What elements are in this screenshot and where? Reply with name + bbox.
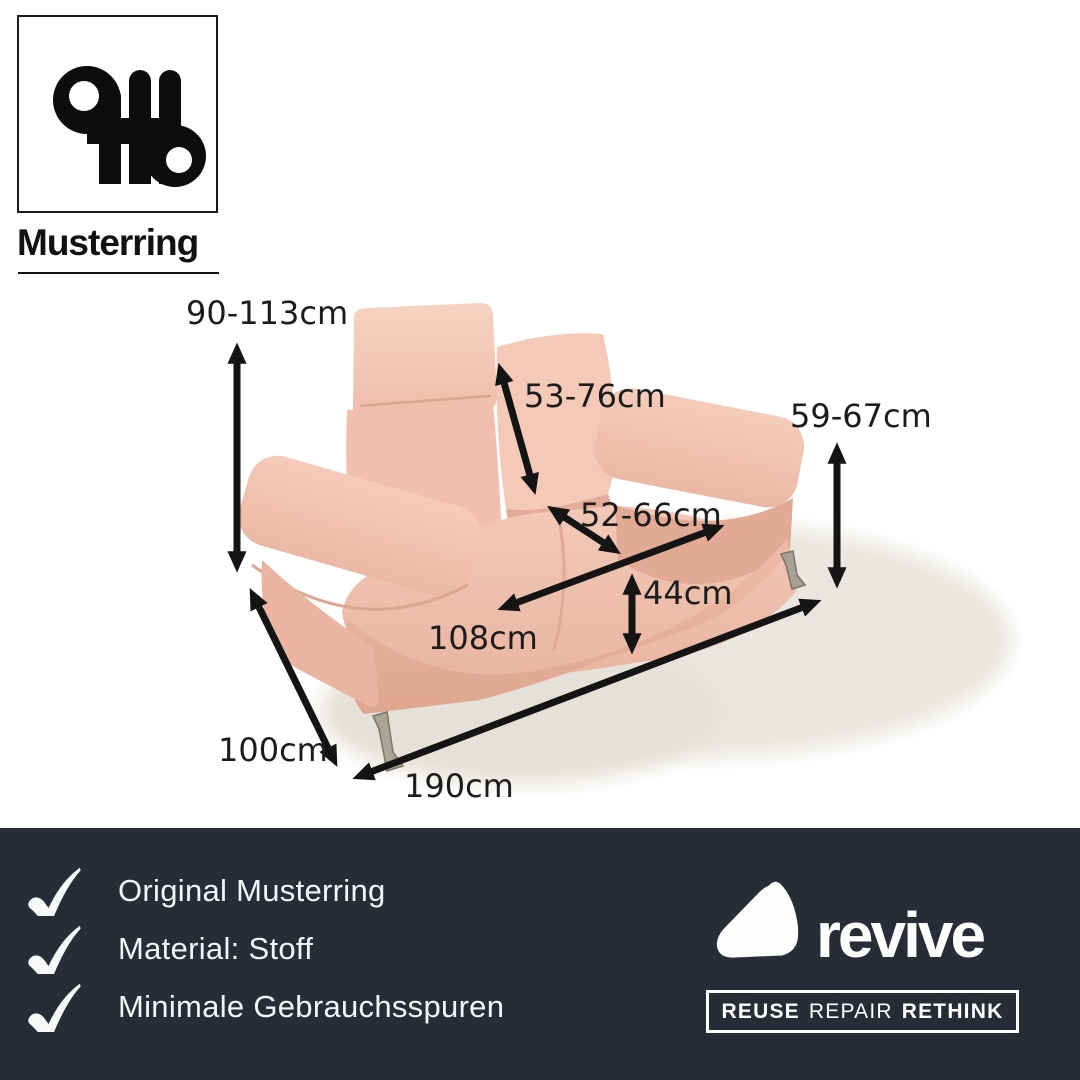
dimension-label-height: 90-113cm [186,294,349,332]
feature-label: Material: Stoff [118,931,314,966]
dimension-arrow-backrest [495,362,539,496]
dimension-label-seat-depth: 52-66cm [580,496,722,534]
dimension-label-depth: 100cm [218,731,328,769]
check-icon [28,925,81,974]
dimension-label-seat-width: 108cm [428,619,538,657]
feature-label: Original Musterring [118,873,386,908]
tagline-word-rethink: RETHINK [901,999,1004,1023]
check-icon [28,867,81,916]
feature-item: Material: Stoff [24,920,504,978]
tagline-word-reuse: REUSE [721,999,800,1023]
brand-name: Musterring [17,222,199,263]
feature-item: Minimale Gebrauchsspuren [24,978,504,1036]
footer-bar: Original Musterring Material: Stoff Mini… [0,828,1080,1080]
dimension-label-width: 190cm [404,767,514,805]
check-icon [28,983,81,1032]
dimension-label-seat-height: 44cm [643,574,733,612]
feature-label: Minimale Gebrauchsspuren [118,989,505,1024]
tagline-box: REUSE REPAIR RETHINK [706,990,1019,1033]
musterring-logo-box [17,15,218,213]
dimension-label-armrest: 59-67cm [790,397,932,435]
dimension-arrows [227,342,847,781]
musterring-logo-icon [53,66,206,187]
dimension-arrow-depth [249,588,338,767]
dimension-arrow-seat-width [497,523,725,612]
brand-divider [18,272,219,274]
tagline-word-repair: REPAIR [808,999,893,1023]
revive-wordmark: revive [816,899,986,971]
feature-item: Original Musterring [24,862,504,920]
feature-list: Original Musterring Material: Stoff Mini… [24,862,504,1036]
revive-pebble-icon [716,881,799,958]
dimension-label-backrest: 53-76cm [524,377,666,415]
dimension-arrow-width [352,598,822,781]
